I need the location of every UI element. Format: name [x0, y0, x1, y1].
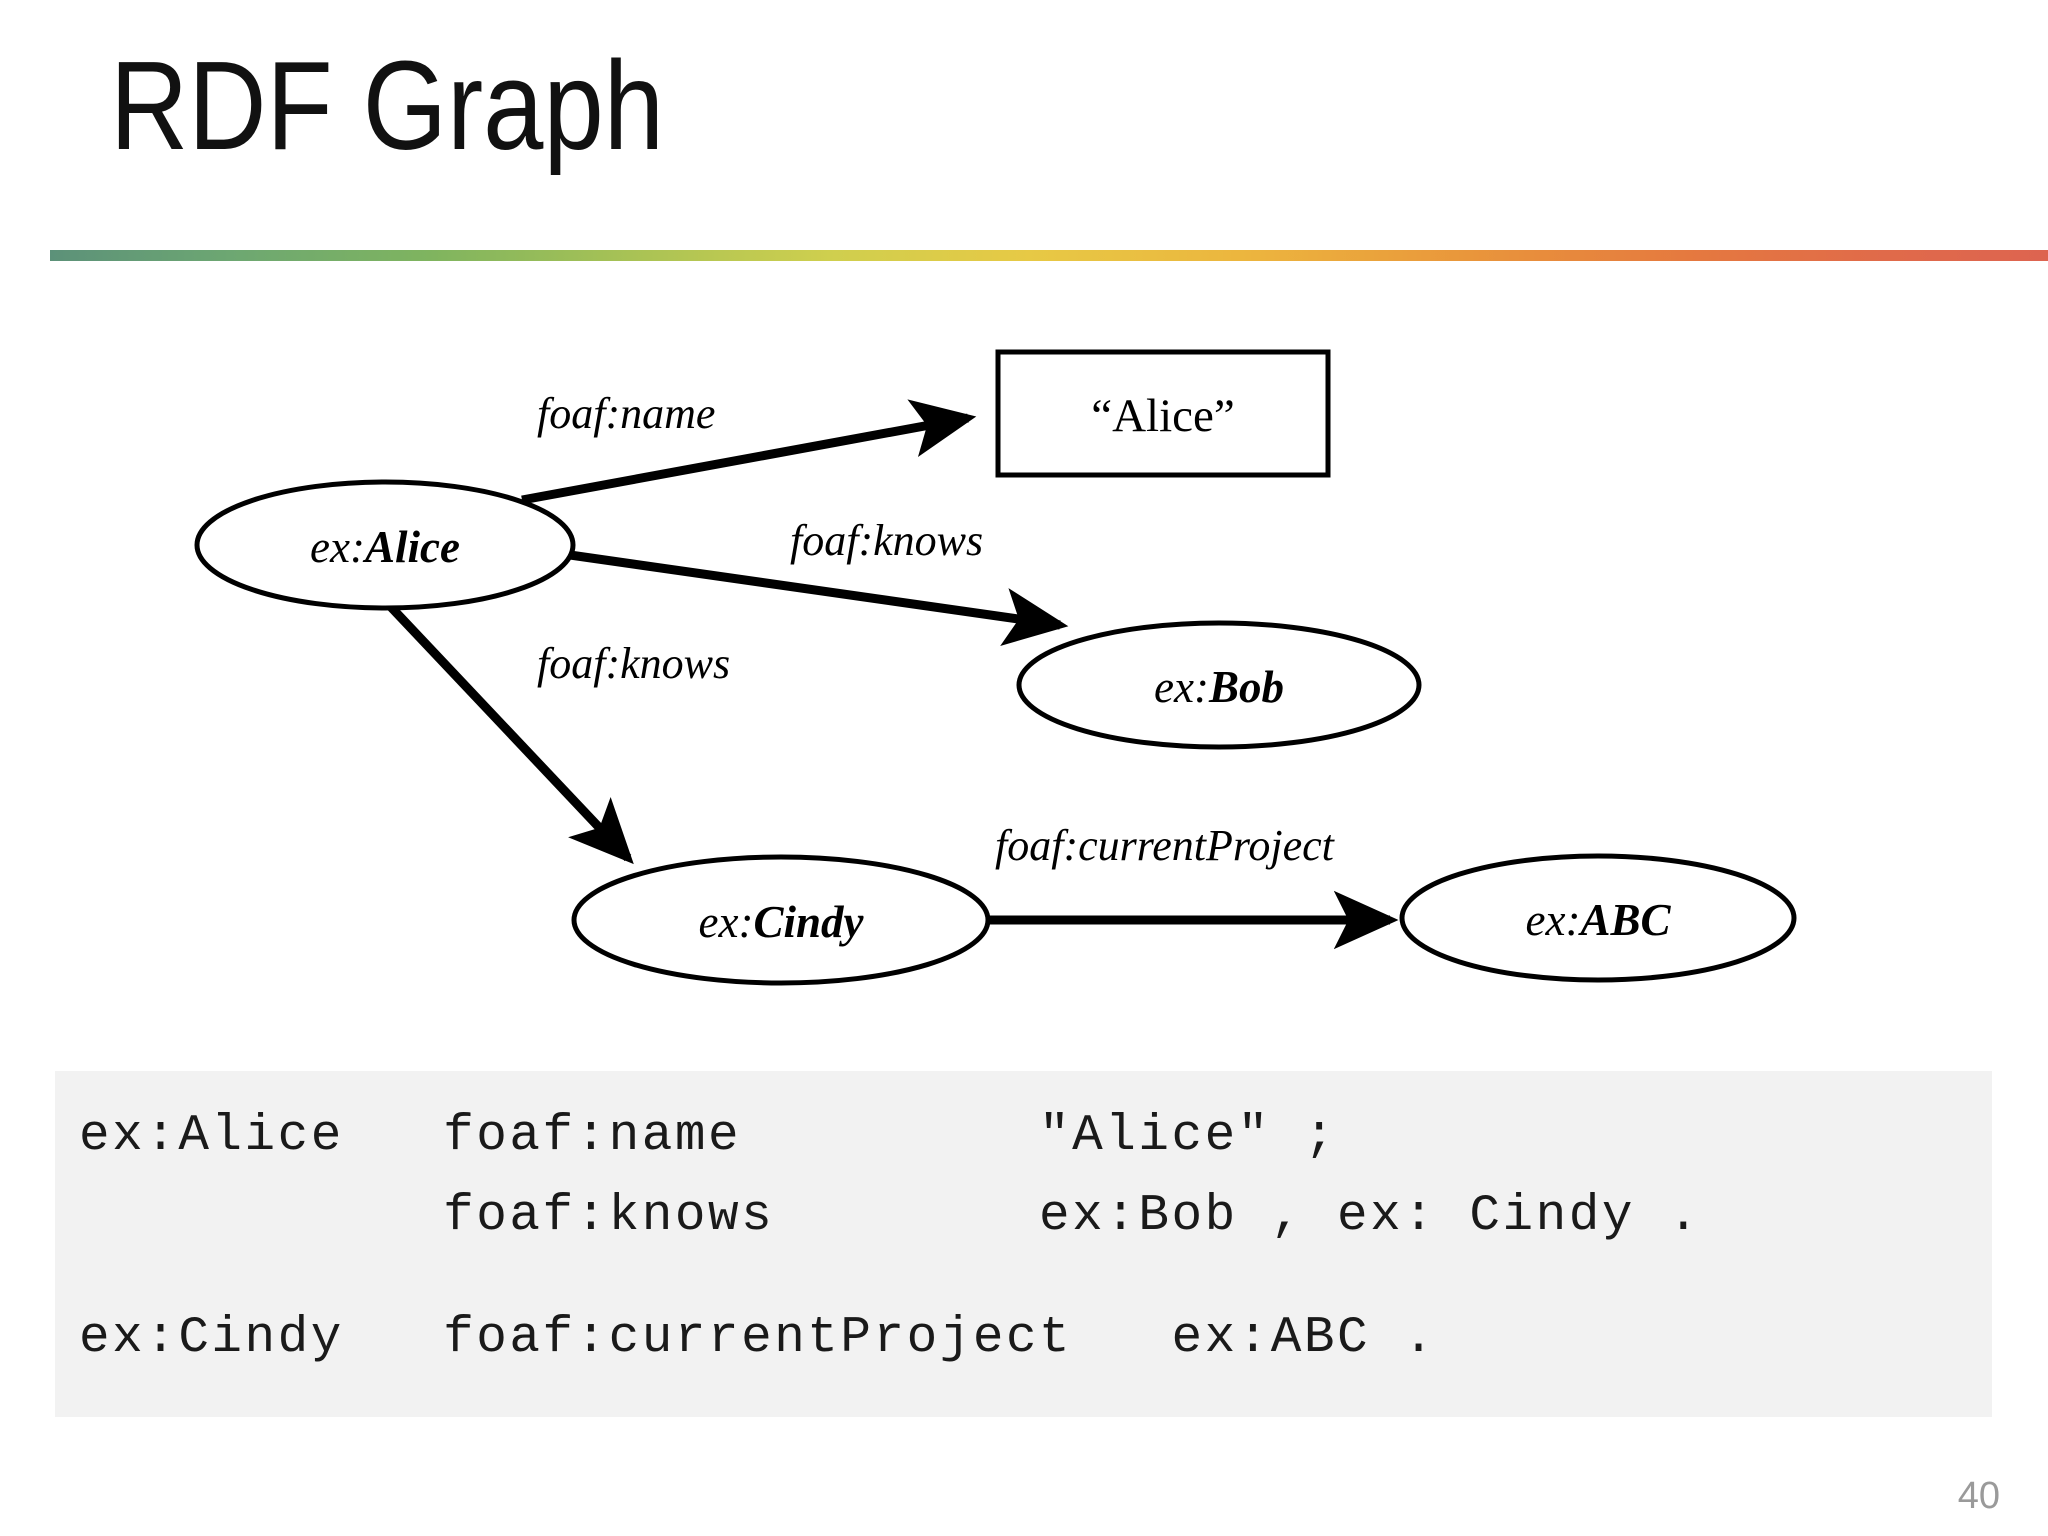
page-title: RDF Graph — [110, 35, 664, 176]
graph-node-alice: ex:Alice — [194, 479, 576, 611]
literal-node-alice-box — [995, 349, 1331, 478]
graph-node-cindy-label: ex:Cindy — [699, 897, 865, 947]
code-line: ex:Cindy foaf:currentProject ex:ABC . — [79, 1310, 1437, 1367]
page-number: 40 — [1957, 1475, 2000, 1517]
edge-foaf-knows-cindy: foaf:knows — [386, 602, 730, 865]
turtle-code-block: ex:Alice foaf:name "Alice" ; foaf:knows … — [55, 1071, 1992, 1417]
title-gradient-divider — [50, 250, 2048, 261]
edge-label-foaf-name: foaf:name — [537, 389, 715, 438]
graph-node-alice-name: Alice — [362, 522, 460, 572]
literal-node-alice: “Alice” — [995, 349, 1331, 478]
graph-node-abc-ellipse — [1399, 853, 1797, 983]
code-line-blank — [79, 1257, 1992, 1299]
edge-foaf-current-project: foaf:currentProject — [985, 821, 1399, 950]
graph-node-abc-label: ex:ABC — [1526, 895, 1672, 945]
edge-label-foaf-knows-bob: foaf:knows — [790, 516, 983, 565]
edge-label-foaf-current-project: foaf:currentProject — [995, 821, 1336, 870]
code-line: foaf:knows ex:Bob , ex: Cindy . — [79, 1188, 1702, 1245]
graph-node-abc-prefix: ex: — [1526, 895, 1581, 945]
graph-node-bob-prefix: ex: — [1154, 662, 1209, 712]
graph-node-alice-label: ex:Alice — [310, 522, 460, 572]
graph-node-alice-ellipse — [194, 479, 576, 611]
graph-node-alice-prefix: ex: — [310, 522, 365, 572]
code-line: ex:Alice foaf:name "Alice" ; — [79, 1108, 1337, 1165]
graph-node-bob-ellipse — [1016, 620, 1422, 750]
edge-foaf-knows-bob: foaf:knows — [569, 516, 1069, 647]
rdf-graph-diagram: foaf:name foaf:knows foaf:knows foaf:cur… — [0, 300, 2048, 1040]
graph-node-abc-name: ABC — [1577, 895, 1671, 945]
graph-node-bob: ex:Bob — [1016, 620, 1422, 750]
edge-foaf-name: foaf:name — [521, 389, 977, 505]
graph-node-bob-name: Bob — [1208, 662, 1284, 712]
graph-node-cindy-prefix: ex: — [699, 897, 754, 947]
graph-node-cindy: ex:Cindy — [571, 854, 991, 986]
graph-node-cindy-ellipse — [571, 854, 991, 986]
literal-node-alice-label: “Alice” — [1091, 390, 1235, 442]
graph-node-bob-label: ex:Bob — [1154, 662, 1284, 712]
graph-node-abc: ex:ABC — [1399, 853, 1797, 983]
edge-label-foaf-knows-cindy: foaf:knows — [537, 639, 730, 688]
graph-node-cindy-name: Cindy — [753, 897, 864, 947]
